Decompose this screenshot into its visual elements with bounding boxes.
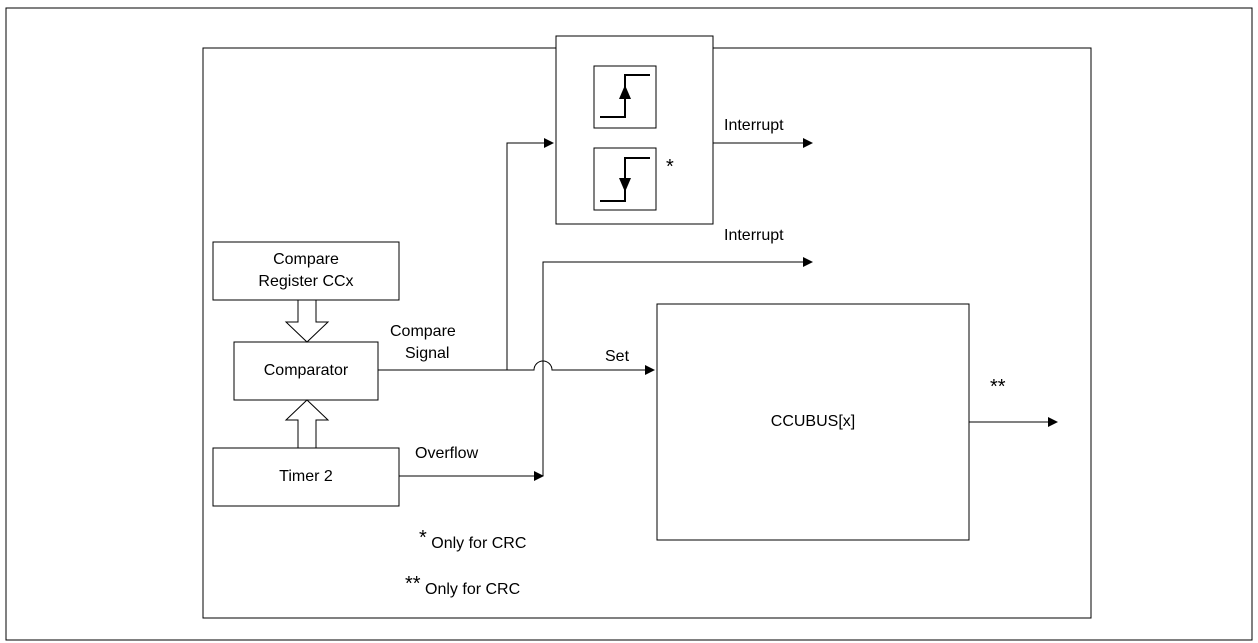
compare-signal-label-line1: Compare xyxy=(390,323,456,340)
overflow-interrupt-line xyxy=(542,257,813,476)
footnote-2: ** Only for CRC xyxy=(405,574,520,600)
footnote-1: * Only for CRC xyxy=(419,528,526,554)
falling-edge-icon xyxy=(593,147,657,211)
rising-edge-icon xyxy=(593,65,657,129)
footnote-1-mark: * xyxy=(419,527,427,549)
ccubus-label: CCUBUS[x] xyxy=(770,413,856,430)
comparator-block xyxy=(233,341,379,401)
timer2-label: Timer 2 xyxy=(279,468,333,485)
overflow-label: Overflow xyxy=(415,445,479,462)
edge-detector-block xyxy=(555,35,714,225)
timer-to-comparator-arrow xyxy=(284,399,330,449)
compare-to-edge-detector-line xyxy=(506,138,554,370)
interrupt-top-label: Interrupt xyxy=(724,117,784,134)
compare-register-line2: Register CCx xyxy=(258,273,354,290)
footnote-2-text: Only for CRC xyxy=(425,581,521,598)
ccubus-output-mark: ** xyxy=(990,376,1006,398)
interrupt-mid-label: Interrupt xyxy=(724,227,784,244)
compare-register-line1: Compare xyxy=(273,251,339,268)
outer-frame xyxy=(5,7,1253,641)
footnote-1-text: Only for CRC xyxy=(431,535,527,552)
compare-signal-label-line2: Signal xyxy=(405,345,450,362)
compare-register-label: Compare Register CCx xyxy=(213,242,399,300)
comparator-label: Comparator xyxy=(263,362,349,379)
footnote-2-mark: ** xyxy=(405,573,421,595)
register-to-comparator-arrow xyxy=(284,299,330,343)
falling-edge-mark: * xyxy=(666,156,674,178)
set-label: Set xyxy=(605,348,630,365)
